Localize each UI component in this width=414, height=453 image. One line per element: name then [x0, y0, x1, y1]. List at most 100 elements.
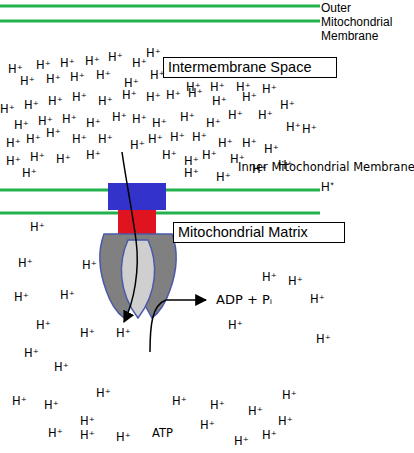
proton-label: H⁺	[30, 150, 45, 164]
proton-label: H⁺	[242, 90, 257, 104]
proton-label: H⁺	[146, 46, 161, 60]
membrane-label: Outer Mitochondrial Membrane	[321, 1, 414, 43]
proton-label: H⁺	[162, 148, 177, 162]
proton-label: H⁺	[146, 90, 161, 104]
f1-head	[100, 234, 177, 318]
proton-label: H⁺	[80, 428, 95, 442]
proton-label: H⁺	[62, 112, 77, 126]
proton-label: H⁺	[206, 116, 221, 130]
proton-label: H⁺	[70, 70, 85, 84]
proton-label: H⁺	[188, 86, 203, 100]
proton-label: H⁺	[132, 112, 147, 126]
proton-label: H⁺	[38, 114, 53, 128]
proton-label: H⁺	[170, 130, 185, 144]
proton-label: H⁺	[242, 136, 257, 150]
proton-label: H⁺	[86, 148, 101, 162]
proton-label: H⁺	[316, 332, 331, 346]
proton-label: H⁺	[124, 76, 139, 90]
proton-label: H⁺	[85, 54, 100, 68]
proton-label: H⁺	[54, 360, 69, 374]
proton-label: H⁺	[264, 142, 279, 156]
proton-label: H⁺	[228, 318, 243, 332]
molecule-label: ADP + Pᵢ	[216, 292, 272, 308]
proton-label: H⁺	[14, 290, 29, 304]
proton-label: H⁺	[282, 388, 297, 402]
proton-label: ATP	[152, 426, 173, 440]
proton-label: H⁺	[56, 152, 71, 166]
proton-label: H⁺	[46, 72, 61, 86]
proton-flow-arrow	[122, 152, 137, 322]
proton-label: H⁺	[98, 132, 113, 146]
proton-label: H⁺	[116, 430, 131, 444]
proton-label: H⁺	[216, 170, 231, 184]
proton-label: H⁺	[310, 292, 325, 306]
proton-label: H⁺	[280, 98, 295, 112]
proton-label: H⁺	[48, 426, 63, 440]
proton-label: H⁺	[278, 414, 293, 428]
proton-label: H⁺	[44, 398, 59, 412]
proton-label: H⁺	[184, 166, 199, 180]
proton-label: H⁺	[262, 270, 277, 284]
proton-label: H⁺	[108, 50, 123, 64]
proton-label: H⁺	[132, 56, 147, 70]
proton-label: H⁺	[80, 326, 95, 340]
proton-label: H⁺	[286, 120, 301, 134]
proton-label: H⁺	[82, 258, 97, 272]
proton-label: H⁺	[302, 122, 317, 136]
proton-label: H⁺	[6, 136, 21, 150]
proton-label: H⁺	[22, 166, 37, 180]
proton-label: H⁺	[218, 136, 233, 150]
region-box: Mitochondrial Matrix	[173, 222, 345, 243]
region-box: Intermembrane Space	[163, 57, 337, 78]
proton-label: H⁺	[210, 398, 225, 412]
proton-label: H⁺	[96, 386, 111, 400]
outer-membrane-line	[0, 20, 320, 23]
proton-label: H⁺	[116, 326, 131, 340]
proton-label: H⁺	[98, 94, 113, 108]
stalk-subunit	[118, 210, 156, 234]
membrane-label: H⁺	[321, 180, 414, 194]
proton-label: H⁺	[14, 118, 29, 132]
proton-label: H⁺	[30, 220, 45, 234]
proton-label: H⁺	[262, 428, 277, 442]
proton-label: H⁺	[148, 132, 163, 146]
proton-label: H⁺	[18, 256, 33, 270]
proton-label: H⁺	[36, 58, 51, 72]
proton-label: H⁺	[200, 418, 215, 432]
proton-label: H⁺	[36, 318, 51, 332]
proton-label: H⁺	[130, 138, 145, 152]
proton-label: H⁺	[166, 88, 181, 102]
proton-label: H⁺	[234, 434, 249, 448]
proton-label: H⁺	[6, 154, 21, 168]
proton-label: H⁺	[24, 98, 39, 112]
proton-label: H⁺	[202, 148, 217, 162]
proton-label: H⁺	[150, 68, 165, 82]
region-name: Mitochondrial Matrix	[178, 224, 340, 241]
proton-label: H⁺	[152, 116, 167, 130]
inner-membrane-line	[0, 212, 320, 215]
proton-label: H⁺	[210, 80, 225, 94]
outer-membrane-line	[0, 5, 320, 8]
proton-label: H⁺	[72, 90, 87, 104]
proton-label: H⁺	[48, 94, 63, 108]
proton-label: H⁺	[112, 110, 127, 124]
proton-label: H⁺	[80, 414, 95, 428]
proton-label: H⁺	[258, 108, 273, 122]
proton-label: H⁺	[248, 404, 263, 418]
proton-label: H⁺	[24, 346, 39, 360]
f1-core	[121, 240, 154, 318]
proton-label: H⁺	[288, 274, 303, 288]
fo-subunit	[108, 183, 166, 210]
proton-label: Inner Mitochondrial Membrane	[238, 160, 414, 174]
proton-label: H⁺	[60, 56, 75, 70]
proton-label: H⁺	[180, 110, 195, 124]
synthesis-arrow	[150, 300, 206, 352]
proton-label: H⁺	[20, 74, 35, 88]
proton-label: H⁺	[46, 126, 61, 140]
proton-label: H⁺	[262, 82, 277, 96]
proton-label: H⁺	[96, 68, 111, 82]
proton-label: H⁺	[172, 394, 187, 408]
proton-label: H⁺	[8, 62, 23, 76]
proton-label: H⁺	[86, 116, 101, 130]
